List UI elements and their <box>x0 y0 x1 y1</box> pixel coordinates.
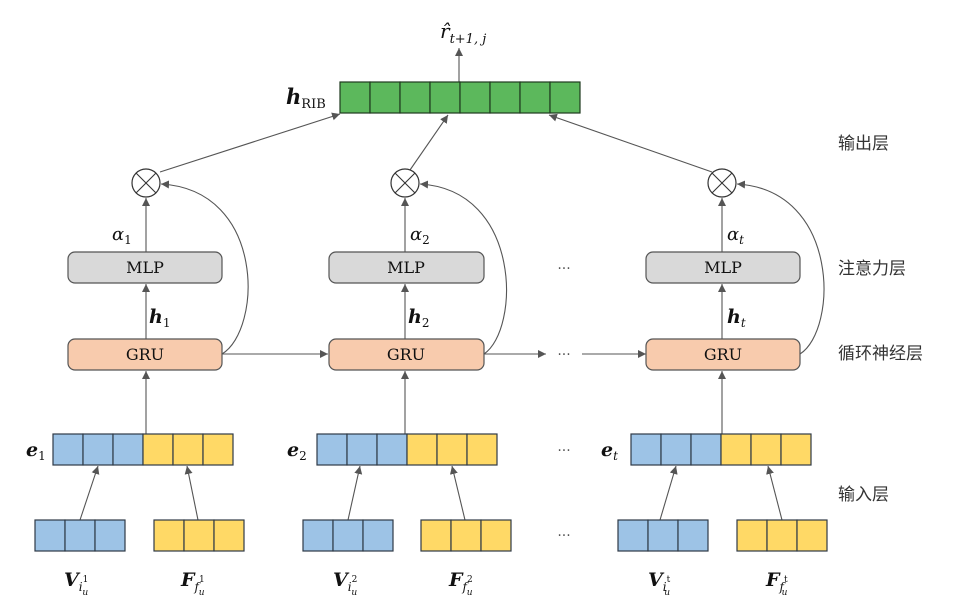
column-1: α1 MLP h1 GRU e1 <box>26 168 249 598</box>
h-rib-symbol: h <box>286 84 301 109</box>
h-rib-label: hRIB <box>286 84 326 112</box>
recurrent-layer-label: 循环神经层 <box>838 344 923 364</box>
gru1-skip-arrow <box>160 180 249 355</box>
mult2-to-hrib-arrow <box>409 114 449 171</box>
multiply-icon <box>707 168 737 198</box>
h-rib-cell <box>519 81 551 114</box>
f-vector-2 <box>420 519 512 552</box>
alpha-2-label: α2 <box>410 224 430 247</box>
output-r-hat-label: r̂t+1, j <box>440 19 486 47</box>
f1-to-e1-arrow <box>184 465 199 521</box>
h-2-label: h2 <box>408 306 429 330</box>
v-vector-3 <box>617 519 709 552</box>
f-vector-3 <box>736 519 828 552</box>
h-rib-vector <box>339 81 581 114</box>
ft-to-et-arrow <box>766 465 783 521</box>
h-t-label: ht <box>727 306 746 330</box>
embedding-vector-1 <box>52 433 234 466</box>
column-2: α2 MLP h2 GRU e2 <box>287 168 512 598</box>
f-vector-1 <box>153 519 245 552</box>
mlp-label-3: MLP <box>704 258 742 277</box>
h-rib-cell <box>369 81 401 114</box>
alpha-t-label: αt <box>727 224 744 247</box>
attention-layer-label: 注意力层 <box>838 259 906 279</box>
r-hat-symbol: r̂ <box>440 19 451 43</box>
mult1-to-hrib-arrow <box>159 112 341 173</box>
mlp-label-2: MLP <box>387 258 425 277</box>
embedding-vector-2 <box>316 433 498 466</box>
h-rib-cell <box>339 81 371 114</box>
gru-label-2: GRU <box>387 345 425 364</box>
h-rib-cell <box>459 81 491 114</box>
mlp-box-1 <box>67 251 223 284</box>
gru-ellipsis: ··· <box>557 347 570 363</box>
r-hat-subscript: t+1, j <box>450 32 487 47</box>
column-3: αt MLP ht GRU et <box>601 168 828 598</box>
input-layer-label: 输入层 <box>838 485 889 505</box>
e-1-label: e1 <box>26 439 46 463</box>
mlp-box-2 <box>328 251 485 284</box>
multiply-icon <box>390 168 420 198</box>
v-vector-1 <box>34 519 126 552</box>
multiply-icon <box>131 168 161 198</box>
vt-to-et-arrow <box>659 465 678 521</box>
mlp-ellipsis: ··· <box>557 261 570 277</box>
v2-to-e2-arrow <box>347 465 363 521</box>
mult3-to-hrib-arrow <box>548 113 713 173</box>
gru-box-2 <box>328 338 485 371</box>
v1-to-e1-arrow <box>79 465 100 521</box>
h-rib-cell <box>549 81 581 114</box>
embedding-vector-3 <box>630 433 812 466</box>
gru-box-3 <box>645 338 801 371</box>
gru-label-3: GRU <box>704 345 742 364</box>
h-rib-cell <box>489 81 521 114</box>
mlp-box-3 <box>645 251 801 284</box>
embedding-ellipsis: ··· <box>557 443 570 459</box>
gru2-skip-arrow <box>419 180 507 355</box>
alpha-1-label: α1 <box>112 224 132 247</box>
e-2-label: e2 <box>287 439 307 463</box>
e-t-label: et <box>601 439 618 463</box>
output-layer-label: 输出层 <box>838 134 889 154</box>
h-rib-cell <box>429 81 461 114</box>
h-rib-cell <box>399 81 431 114</box>
h-rib-subscript: RIB <box>301 97 325 112</box>
gru-label-1: GRU <box>126 345 164 364</box>
h-1-label: h1 <box>149 306 170 330</box>
input-ellipsis: ··· <box>557 528 570 544</box>
mlp-label-1: MLP <box>126 258 164 277</box>
v-vector-2 <box>302 519 394 552</box>
f2-to-e2-arrow <box>449 465 466 521</box>
gru3-skip-arrow <box>736 180 825 355</box>
